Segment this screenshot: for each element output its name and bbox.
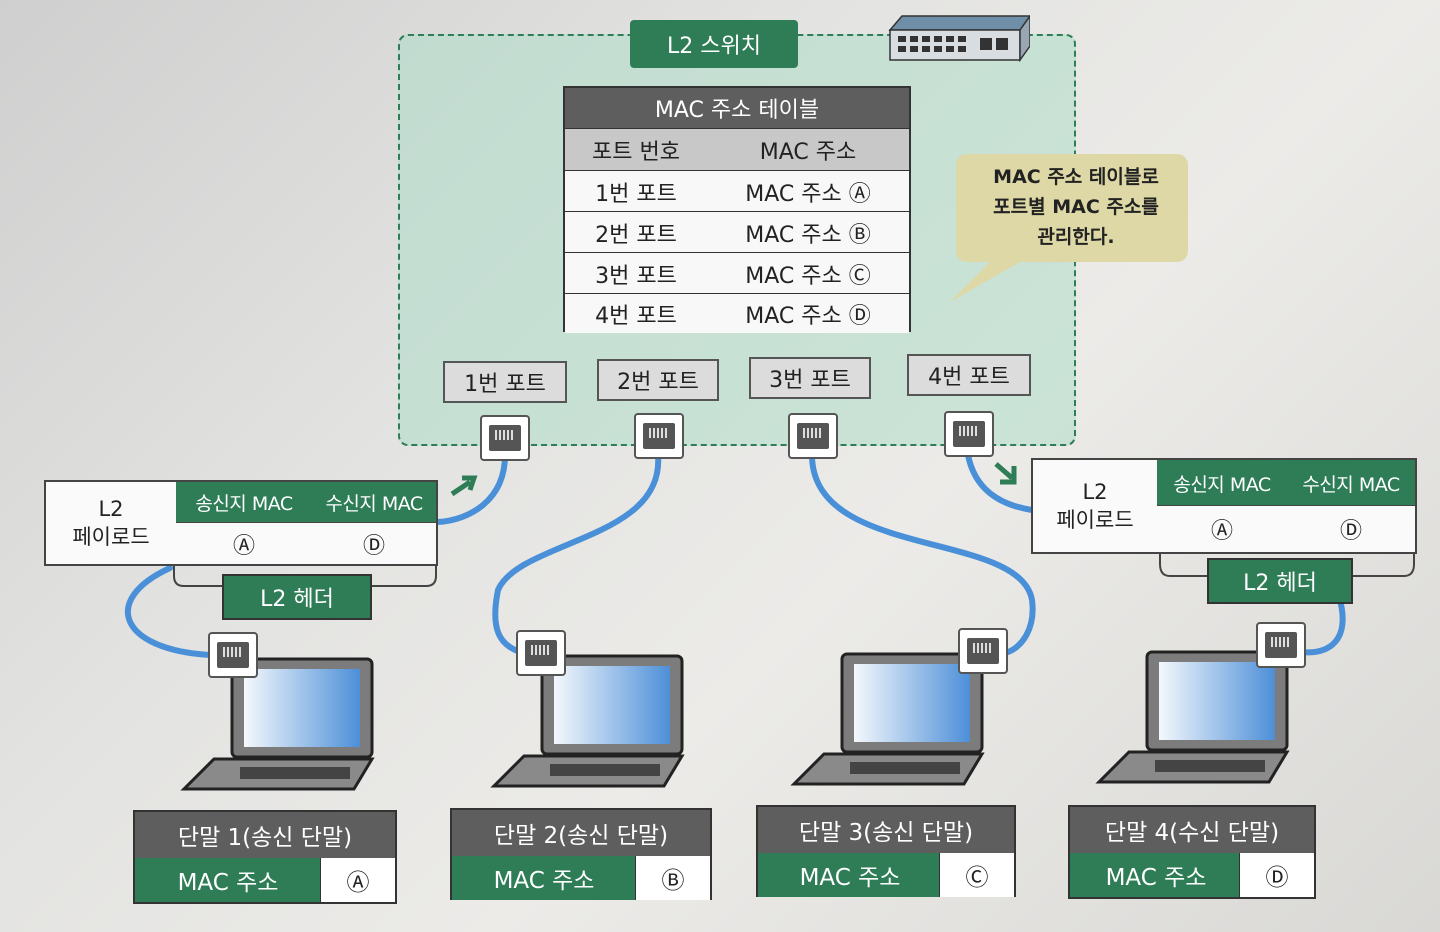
ethernet-port-icon (634, 413, 684, 459)
cable-terminal-3-port-3 (809, 452, 1036, 655)
callout-text: MAC 주소 테이블로 포트별 MAC 주소를 관리한다. (966, 162, 1186, 252)
terminal-mac-value: Ⓑ (635, 856, 710, 900)
mac-table-cell: MAC 주소 Ⓒ (707, 252, 909, 294)
ethernet-port-icon (944, 411, 994, 457)
ethernet-port-icon (208, 632, 258, 678)
src-mac-header: 송신지 MAC (1157, 460, 1288, 506)
port-label-1: 1번 포트 (443, 361, 567, 403)
l2-frame-left: L2 페이로드 송신지 MAC 수신지 MAC Ⓐ Ⓓ (44, 480, 438, 566)
terminal-mac-value: Ⓐ (320, 858, 395, 902)
dst-mac-value: Ⓓ (312, 522, 436, 564)
arrow-down-right-icon (994, 462, 1017, 485)
laptop-icon (1095, 650, 1290, 784)
terminal-mac-value: Ⓓ (1239, 853, 1314, 897)
terminal-1-table: 단말 1(송신 단말) MAC 주소 Ⓐ (133, 810, 397, 904)
dst-mac-header: 수신지 MAC (312, 482, 436, 523)
cable-terminal-2-port-2 (492, 452, 662, 655)
callout-bubble (950, 154, 1188, 302)
cable-terminal-4-port-4 (965, 452, 1346, 656)
payload-line: 페이로드 (72, 525, 150, 549)
mac-table-cell: 1번 포트 (565, 170, 708, 212)
mac-table-title: MAC 주소 테이블 (565, 88, 909, 128)
payload-line: 페이로드 (1056, 508, 1134, 532)
network-switch-icon (888, 14, 1030, 63)
l2-header-tag-right: L2 헤더 (1207, 558, 1353, 604)
mac-table-cell: MAC 주소 Ⓐ (707, 170, 909, 212)
mac-address-table: MAC 주소 테이블 포트 번호 MAC 주소 1번 포트 MAC 주소 Ⓐ 2… (563, 86, 911, 333)
dst-mac-value: Ⓓ (1287, 505, 1415, 552)
switch-label: L2 스위치 (630, 20, 798, 68)
ethernet-port-icon (958, 628, 1008, 674)
mac-table-header-port: 포트 번호 (565, 128, 708, 171)
ethernet-port-icon (516, 630, 566, 676)
terminal-mac-value: Ⓒ (939, 853, 1014, 897)
mac-table-cell: MAC 주소 Ⓑ (707, 211, 909, 253)
l2-header-tag-left: L2 헤더 (222, 574, 372, 620)
cable-terminal-1-port-1 (124, 452, 508, 658)
laptop-icon (490, 654, 685, 788)
src-mac-value: Ⓐ (1157, 505, 1288, 552)
callout-line: 관리한다. (1037, 226, 1115, 248)
laptop-icon (790, 652, 985, 786)
dst-mac-header: 수신지 MAC (1287, 460, 1415, 506)
terminal-title: 단말 1(송신 단말) (135, 812, 395, 858)
src-mac-header: 송신지 MAC (176, 482, 313, 523)
terminal-title: 단말 2(송신 단말) (452, 810, 710, 856)
terminal-mac-label: MAC 주소 (758, 853, 942, 897)
terminal-title: 단말 4(수신 단말) (1070, 807, 1314, 853)
l2-payload: L2 페이로드 (1033, 460, 1158, 552)
port-label-3: 3번 포트 (749, 357, 871, 399)
terminal-mac-label: MAC 주소 (1070, 853, 1242, 897)
mac-table-header-mac: MAC 주소 (707, 128, 909, 171)
payload-line: L2 (1082, 480, 1108, 504)
laptop-icon (180, 657, 375, 791)
terminal-title: 단말 3(송신 단말) (758, 807, 1014, 853)
mac-table-cell: MAC 주소 Ⓓ (707, 293, 909, 333)
terminal-4-table: 단말 4(수신 단말) MAC 주소 Ⓓ (1068, 805, 1316, 899)
callout-line: MAC 주소 테이블로 (993, 166, 1159, 188)
mac-table-cell: 2번 포트 (565, 211, 708, 253)
ethernet-port-icon (788, 413, 838, 459)
l2-frame-right: L2 페이로드 송신지 MAC 수신지 MAC Ⓐ Ⓓ (1031, 458, 1417, 554)
mac-table-cell: 4번 포트 (565, 293, 708, 333)
port-label-2: 2번 포트 (597, 359, 719, 401)
ethernet-port-icon (1256, 622, 1306, 668)
arrow-up-right-icon (450, 475, 478, 497)
terminal-3-table: 단말 3(송신 단말) MAC 주소 Ⓒ (756, 805, 1016, 897)
l2-payload: L2 페이로드 (46, 482, 177, 564)
mac-table-cell: 3번 포트 (565, 252, 708, 294)
src-mac-value: Ⓐ (176, 522, 313, 564)
callout-line: 포트별 MAC 주소를 (993, 196, 1159, 218)
terminal-mac-label: MAC 주소 (452, 856, 636, 900)
ethernet-port-icon (480, 415, 530, 461)
terminal-2-table: 단말 2(송신 단말) MAC 주소 Ⓑ (450, 808, 712, 900)
port-label-4: 4번 포트 (907, 354, 1031, 396)
payload-line: L2 (98, 497, 124, 521)
terminal-mac-label: MAC 주소 (135, 858, 321, 902)
